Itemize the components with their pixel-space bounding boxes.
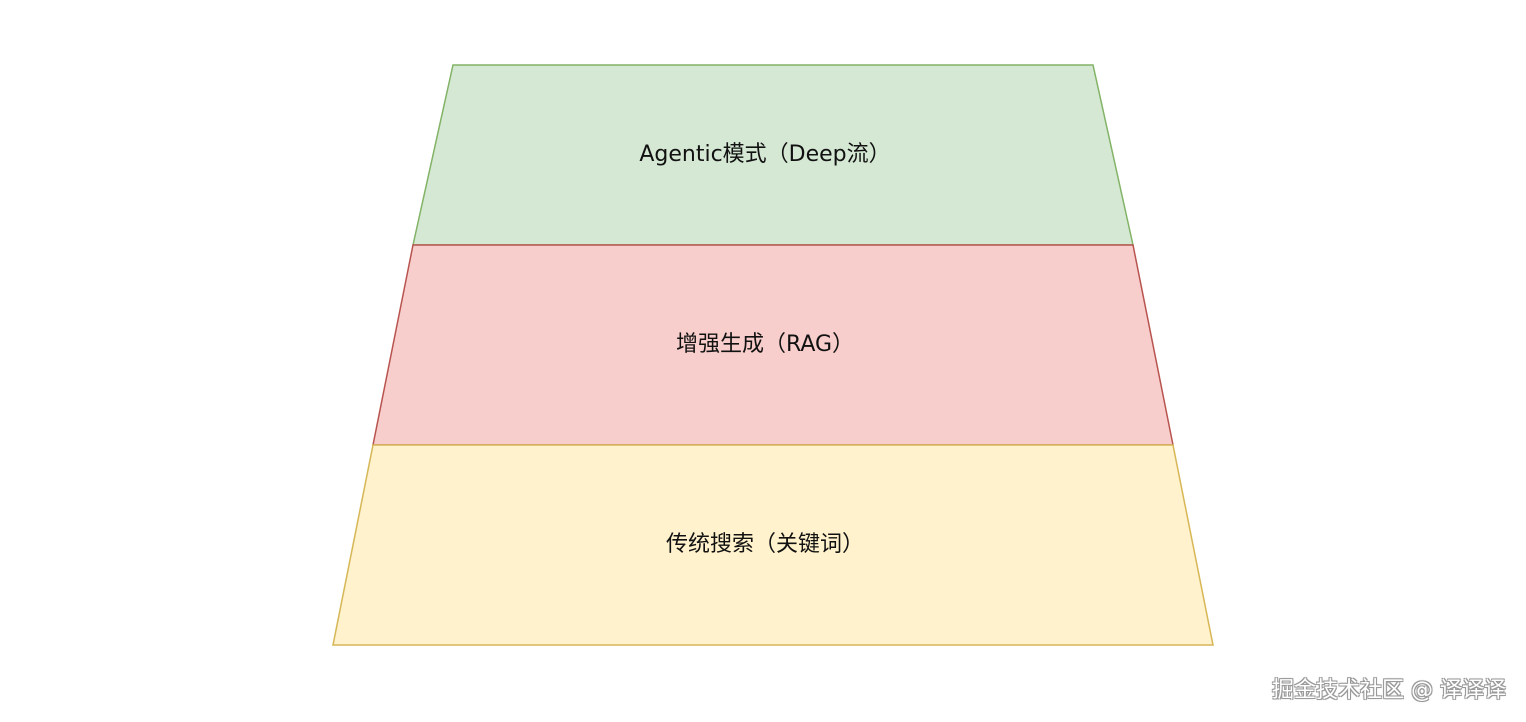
layer-bottom: 传统搜索（关键词）: [332, 444, 1214, 646]
layer-middle: 增强生成（RAG）: [372, 244, 1174, 446]
layer-top: Agentic模式（Deep流）: [412, 64, 1134, 246]
layer-bottom-shape: [332, 444, 1214, 646]
layer-middle-label: 增强生成（RAG）: [676, 332, 854, 357]
watermark: 掘金技术社区 @ 译译译: [1272, 678, 1506, 703]
layer-bottom-label: 传统搜索（关键词）: [666, 532, 864, 557]
layer-top-label: Agentic模式（Deep流）: [639, 142, 890, 167]
